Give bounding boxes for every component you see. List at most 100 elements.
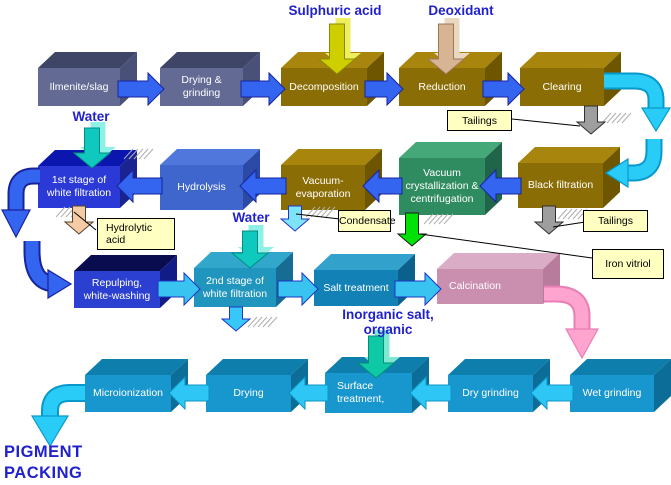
label-tailings-1: Tailings — [447, 110, 512, 131]
input-label-water-2-line-0: Water — [232, 210, 270, 225]
input-arrow-water-2 — [230, 225, 274, 269]
step-drying-line-0: Drying — [233, 387, 264, 399]
step-wet-grinding-label: Wet grinding — [570, 387, 654, 400]
label-condensate-line-0: Condensate — [339, 215, 396, 227]
step-drying-grinding-label: Drying &grinding — [160, 74, 243, 100]
output-arrow-condensate — [279, 205, 336, 232]
step-drying-label: Drying — [206, 387, 291, 400]
step-vacuum-crystallization-line-2: centrifugation — [410, 193, 474, 205]
step-vacuum-evaporation-line-0: Vacuum- — [302, 174, 344, 187]
label-iron-vitriol: Iron vitriol — [592, 249, 664, 279]
input-label-inorganic-salt-line-1: organic — [363, 322, 413, 337]
label-tailings-1-line-0: Tailings — [461, 114, 498, 127]
flow-arrow-11 — [168, 375, 210, 411]
label-condensate: Condensate — [338, 210, 396, 232]
curved-arrow-to-pigment-packing — [30, 384, 85, 448]
step-white-filtration-1-line-1: white filtration — [46, 187, 112, 199]
step-vacuum-evaporation-label: Vacuum-evaporation — [281, 175, 365, 201]
output-arrow-white-filtration-2-out — [220, 306, 278, 332]
input-arrow-inorganic-salt — [356, 330, 400, 379]
step-microionization-label: Microionization — [85, 387, 171, 400]
step-white-filtration-2-line-1: white filtration — [202, 287, 268, 300]
output-arrow-tailings-1 — [575, 105, 632, 135]
step-ilmenite-slag-label: Ilmenite/slag — [38, 81, 120, 94]
flow-arrow-3 — [482, 71, 525, 107]
step-surface-treatment-line-1: treatment, — [337, 393, 385, 405]
step-drying-grinding — [160, 52, 260, 106]
step-reduction-line-0: Reduction — [418, 80, 466, 93]
step-decomposition-label: Decomposition — [281, 81, 367, 94]
step-microionization-line-0: Microionization — [92, 387, 164, 399]
input-label-inorganic-salt-line-0: Inorganic salt, — [342, 307, 434, 322]
step-vacuum-crystallization-line-1: crystallization & — [405, 180, 479, 192]
step-white-filtration-1-line-0: 1st stage of — [51, 174, 107, 186]
output-arrow-iron-vitriol — [396, 212, 454, 247]
step-dry-grinding-label: Dry grinding — [448, 387, 533, 400]
leader-line-4 — [419, 233, 593, 259]
flow-arrow-12 — [288, 375, 329, 411]
step-black-filtration-line-0: Black filtration — [527, 179, 594, 191]
step-ilmenite-slag-line-0: Ilmenite/slag — [49, 80, 109, 93]
step-calcination — [437, 253, 560, 304]
label-tailings-2: Tailings — [583, 210, 648, 232]
step-wet-grinding-line-0: Wet grinding — [582, 387, 642, 399]
label-hydrolytic-acid-line-1: acid — [106, 234, 126, 246]
leader-line-3 — [552, 221, 586, 228]
step-vacuum-crystallization-line-0: Vacuum — [423, 167, 461, 179]
step-decomposition-line-0: Decomposition — [289, 80, 359, 93]
step-dry-grinding-line-0: Dry grinding — [462, 387, 519, 399]
flow-arrow-9 — [277, 271, 319, 307]
pigment-packing-line-0: PIGMENT — [4, 443, 83, 461]
input-arrow-water-1 — [72, 122, 154, 169]
flow-arrow-7 — [116, 168, 163, 204]
input-label-deoxidant-line-0: Deoxidant — [428, 3, 494, 18]
step-calcination-line-0: Calcination — [449, 280, 501, 292]
step-reduction-label: Reduction — [399, 81, 485, 94]
step-clearing-line-0: Clearing — [542, 80, 582, 93]
step-hydrolysis-line-0: Hydrolysis — [177, 181, 226, 193]
step-clearing-label: Clearing — [520, 81, 604, 94]
step-repulping-line-1: white-washing — [83, 289, 151, 302]
flow-arrow-5 — [362, 168, 403, 204]
curved-arrow-to-black-filtration — [604, 139, 663, 189]
step-calcination-label: Calcination — [437, 280, 543, 293]
step-clearing — [520, 52, 621, 106]
step-repulping-label: Repulping,white-washing — [74, 277, 160, 303]
step-black-filtration — [518, 147, 620, 208]
step-salt-treatment-line-0: Salt treatment — [323, 281, 389, 294]
flow-arrow-13 — [409, 375, 452, 411]
step-drying-grinding-line-0: Drying & — [181, 74, 222, 86]
curved-arrow-to-repulping — [23, 241, 73, 300]
flow-arrow-4 — [479, 168, 522, 204]
input-label-inorganic-salt: Inorganic salt,organic — [342, 307, 434, 337]
leader-line-1 — [73, 211, 97, 231]
step-repulping-line-0: Repulping, — [91, 276, 143, 289]
label-iron-vitriol-line-0: Iron vitriol — [605, 258, 651, 270]
step-repulping — [74, 255, 177, 308]
input-label-deoxidant: Deoxidant — [428, 3, 493, 18]
leader-line-2 — [295, 213, 341, 220]
curved-arrow-white-filtration-down — [1, 167, 40, 239]
input-arrow-deoxidant — [426, 18, 470, 75]
flow-arrow-0 — [117, 71, 165, 107]
label-hydrolytic-acid-line-0: Hydrolytic — [106, 222, 153, 234]
flow-arrow-1 — [240, 71, 286, 107]
step-salt-treatment-label: Salt treatment — [314, 282, 398, 295]
curved-arrow-calcination-down — [544, 285, 600, 360]
curved-arrow-clearing-down — [604, 72, 671, 133]
input-label-water-1-line-0: Water — [72, 109, 110, 124]
label-tailings-2-line-0: Tailings — [597, 215, 634, 227]
input-arrow-sulphuric-acid — [317, 18, 361, 75]
flow-arrow-2 — [364, 71, 404, 107]
step-wet-grinding — [570, 359, 671, 412]
input-label-sulphuric-acid: Sulphuric acid — [288, 3, 381, 18]
flow-arrow-6 — [239, 168, 287, 204]
input-label-water-1: Water — [72, 109, 109, 124]
